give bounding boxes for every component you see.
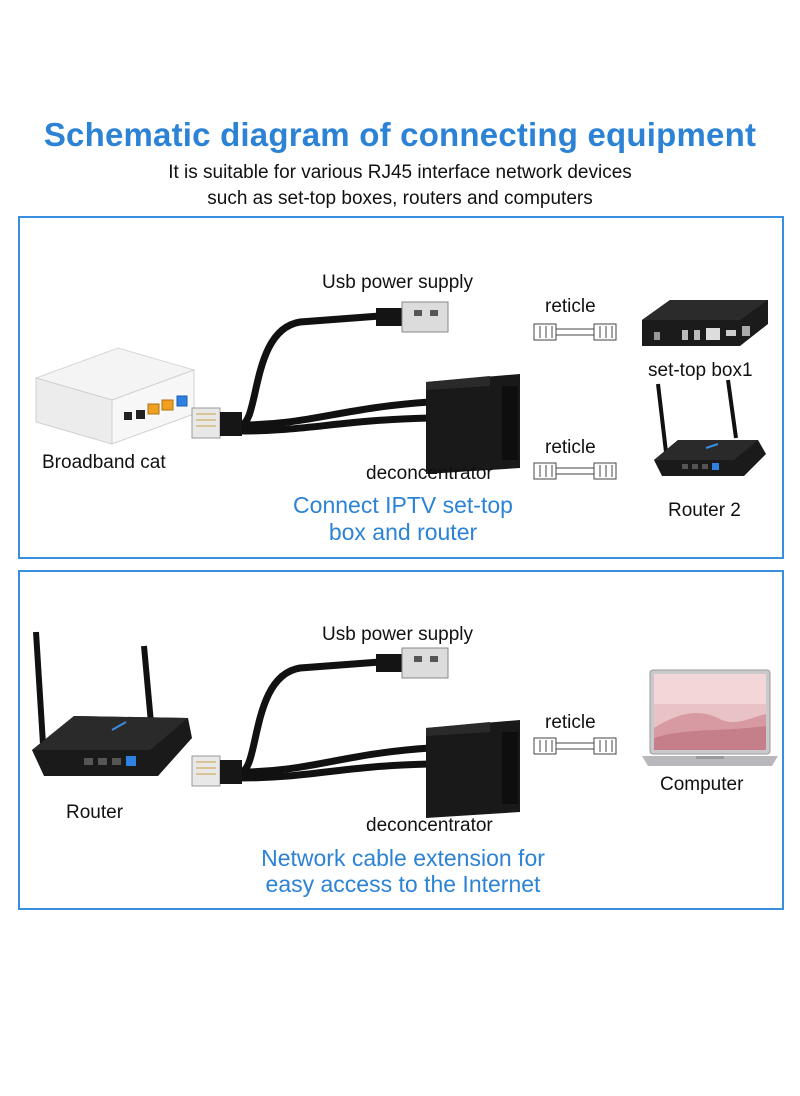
- reticle-label-2: reticle: [545, 437, 596, 458]
- usb-power-supply-label: Usb power supply: [322, 624, 474, 645]
- patch-cable-icon: [533, 462, 617, 480]
- usb-power-supply-label: Usb power supply: [322, 272, 474, 293]
- reticle-label: reticle: [545, 712, 596, 733]
- router-label: Router: [66, 802, 124, 823]
- router-2-label: Router 2: [668, 500, 741, 521]
- broadband-cat-label: Broadband cat: [42, 452, 166, 473]
- caption-extension-line-2: easy access to the Internet: [265, 871, 541, 897]
- caption-extension-line-1: Network cable extension for: [261, 845, 545, 871]
- laptop-image: [642, 669, 778, 766]
- router-2-image: [654, 379, 766, 476]
- broadband-modem-image: [34, 347, 196, 445]
- caption-iptv-line-1: Connect IPTV set-top: [293, 492, 513, 518]
- reticle-label-1: reticle: [545, 296, 596, 317]
- subtitle-line-1: It is suitable for various RJ45 interfac…: [168, 162, 632, 183]
- deconcentrator-label: deconcentrator: [366, 815, 493, 836]
- panel-iptv: [18, 216, 784, 559]
- subtitle-line-2: such as set-top boxes, routers and compu…: [207, 188, 593, 209]
- panel-extension: [18, 570, 784, 910]
- set-top-box1-label: set-top box1: [648, 360, 753, 381]
- caption-iptv-line-2: box and router: [328, 519, 478, 545]
- router-image: [32, 631, 192, 776]
- page-title: Schematic diagram of connecting equipmen…: [43, 116, 757, 153]
- splitter-cable-image: [191, 647, 520, 818]
- patch-cable-icon: [533, 323, 617, 341]
- set-top-box-image: [642, 300, 768, 346]
- splitter-cable-image: [191, 301, 520, 474]
- computer-label: Computer: [660, 774, 744, 795]
- deconcentrator-label: deconcentrator: [366, 463, 493, 484]
- patch-cable-icon: [533, 737, 617, 755]
